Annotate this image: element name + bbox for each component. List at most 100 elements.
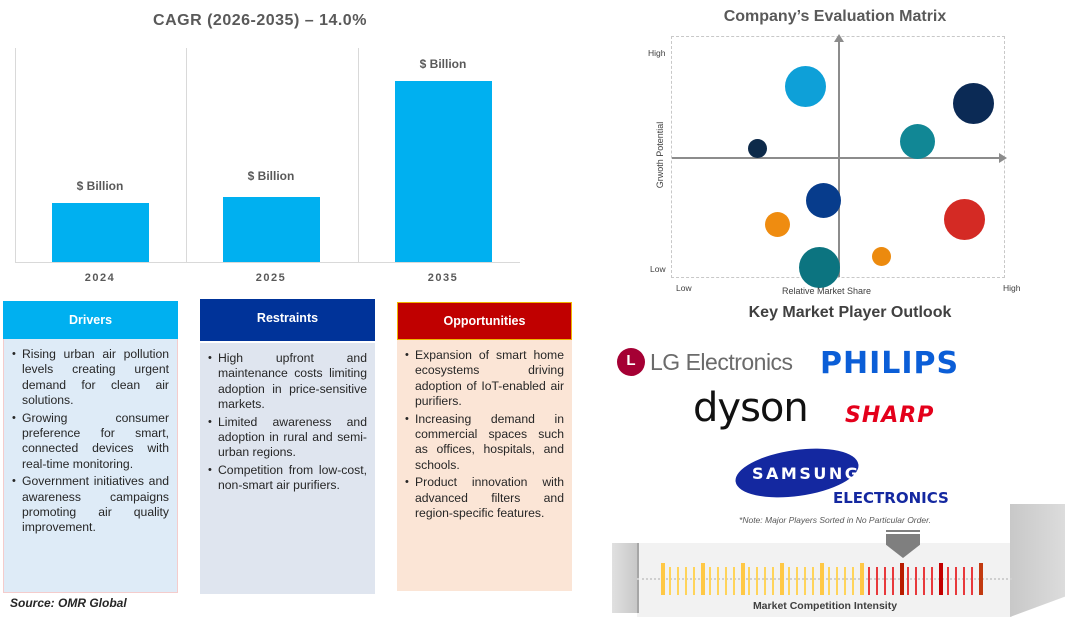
company-bubble [953,83,994,124]
restraints-body: High upfront and maintenance costs limit… [200,343,375,594]
intensity-tick [979,563,983,595]
intensity-tick [931,567,934,595]
intensity-tick [668,567,671,595]
company-bubble [748,139,767,158]
drivers-body: Rising urban air pollution levels creati… [3,339,178,593]
band-right-cap [1010,504,1065,617]
intensity-tick [812,567,815,595]
intensity-tick [676,567,679,595]
bar-2025 [223,197,320,262]
intensity-tick [708,567,711,595]
intensity-tick [835,567,838,595]
company-bubble [765,212,790,237]
bar-2024 [52,203,149,262]
x-low-label: Low [676,283,692,293]
matrix-title: Company’s Evaluation Matrix [723,8,947,25]
source-note: Source: OMR Global [10,596,127,610]
chart-baseline [15,262,520,263]
intensity-tick [971,567,974,595]
chart-gridline [15,48,16,263]
lg-logo-icon: L [617,348,645,376]
evaluation-matrix [671,34,1007,288]
intensity-tick [692,567,695,595]
chart-gridline [358,48,359,263]
company-bubble [785,66,826,107]
restraints-box: Restraints High upfront and maintenance … [200,299,375,594]
company-bubble [806,183,841,218]
intensity-tick [661,563,665,595]
x-label-2035: 2035 [427,272,459,284]
intensity-tick [875,567,878,595]
y-axis-title: Grwoth Potential [655,121,665,189]
intensity-tick [788,567,791,595]
y-axis-line [838,37,840,277]
intensity-tick [756,567,759,595]
opportunities-box: Opportunities Expansion of smart home ec… [397,302,572,594]
x-axis-arrow-icon [999,153,1007,163]
philips-logo: PHILIPS [820,346,960,381]
x-high-label: High [1003,283,1021,293]
competition-intensity-band [637,543,1012,617]
intensity-tick [732,567,735,595]
drivers-header: Drivers [3,301,178,339]
company-bubble [799,247,840,288]
driver-item: Government initiatives and awareness cam… [12,474,169,536]
restraint-item: High upfront and maintenance costs limit… [208,351,367,413]
intensity-tick [947,567,950,595]
restraint-item: Competition from low-cost, non-smart air… [208,463,367,494]
intensity-tick [851,567,854,595]
band-left-cap [612,543,639,613]
key-players-title: Key Market Player Outlook [748,304,952,321]
market-size-bar-chart: $ Billion $ Billion $ Billion [15,48,520,263]
competition-intensity-label: Market Competition Intensity [752,600,898,612]
intensity-tick [716,567,719,595]
intensity-tick [724,567,727,595]
driver-item: Growing consumer preference for smart, c… [12,411,169,473]
intensity-tick [891,567,894,595]
restraint-item: Limited awareness and adoption in rural … [208,415,367,461]
x-label-2024: 2024 [84,272,116,284]
intensity-tick [740,563,745,595]
intensity-tick [883,567,886,595]
opportunities-body: Expansion of smart home ecosystems drivi… [397,340,572,591]
y-low-label: Low [650,264,666,274]
opportunity-item: Product innovation with advanced filters… [405,475,564,521]
sharp-logo: SHARP [845,403,935,428]
intensity-tick [772,567,775,595]
x-label-2025: 2025 [255,272,287,284]
intensity-tick [764,567,767,595]
company-bubble [944,199,985,240]
intensity-tick [820,563,824,595]
opportunity-item: Increasing demand in commercial spaces s… [405,412,564,474]
intensity-tick [748,567,751,595]
samsung-electronics-subtitle: ELECTRONICS [833,489,949,507]
intensity-tick [915,567,918,595]
bar-label-2024: $ Billion [76,179,124,193]
intensity-tick [700,563,705,595]
intensity-tick [923,567,926,595]
samsung-logo: SAMSUNG [752,464,861,483]
bar-label-2035: $ Billion [419,57,467,71]
y-high-label: High [648,48,666,58]
opportunities-header: Opportunities [397,302,572,340]
dyson-logo: dyson [693,385,809,431]
intensity-tick [867,567,870,595]
intensity-tick [955,567,958,595]
cagr-title: CAGR (2026-2035) – 14.0% [153,12,367,29]
opportunity-item: Expansion of smart home ecosystems drivi… [405,348,564,410]
intensity-tick [843,567,846,595]
band-dotted-line [637,578,1012,580]
lg-electronics-logo: LG Electronics [650,349,793,375]
chart-gridline [186,48,187,263]
intensity-tick [963,567,966,595]
company-bubble [872,247,891,266]
pointer-bar [886,530,920,532]
intensity-tick [684,567,687,595]
drivers-box: Drivers Rising urban air pollution level… [3,301,178,593]
x-axis-title: Relative Market Share [782,286,872,296]
company-bubble [900,124,935,159]
intensity-tick [796,567,799,595]
driver-item: Rising urban air pollution levels creati… [12,347,169,409]
intensity-tick [804,567,807,595]
intensity-tick [939,563,944,595]
